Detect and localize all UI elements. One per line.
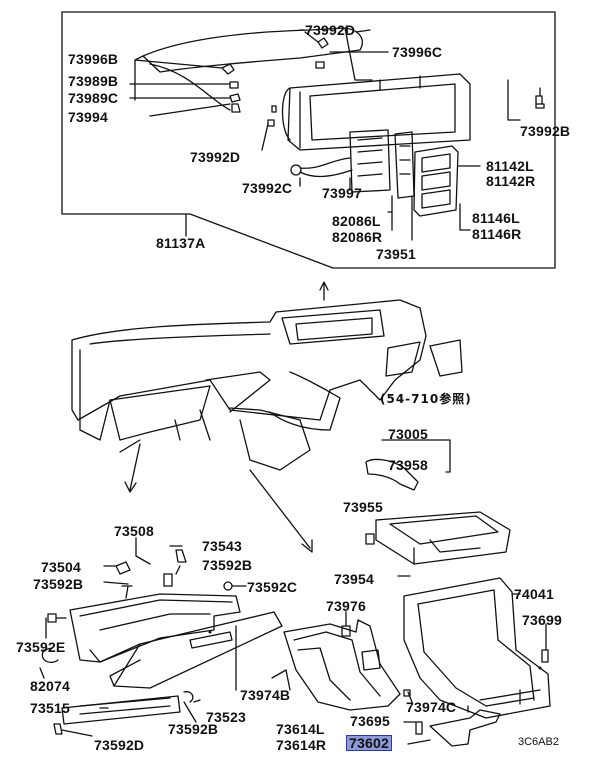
part-label: 81142R [486,173,536,189]
part-label: 73997 [322,185,362,201]
glove-box [69,593,241,663]
part-label: 73951 [376,246,416,262]
vent-panel [429,339,463,377]
part-label: 73523 [206,709,246,725]
console-rear [403,577,551,719]
part-label: 73592D [94,737,145,753]
part-label: 73994 [68,109,108,125]
part-label: 82086R [332,229,383,245]
meter-hood [142,27,363,73]
part-label: 81137A [156,235,206,251]
part-label: 73592C [247,579,298,595]
part-label: 81146L [472,210,520,226]
inset-frame [61,11,556,269]
part-label: 82086L [332,213,381,229]
part-label: 73504 [41,559,81,575]
dashboard [71,299,427,421]
ashtray [375,511,511,565]
part-label: 73592B [168,721,219,737]
reference-note: (54-710参照) [380,392,472,406]
part-label: 73592B [33,576,84,592]
part-label: 73974B [240,687,291,703]
part-label: 82074 [30,678,70,694]
highlighted-part-label[interactable]: 73602 [346,735,392,751]
console-bracket [429,709,501,747]
part-label: 73543 [202,538,242,554]
part-label: 73992B [520,123,571,139]
switch-block [413,145,459,217]
drawing-code: 3C6AB2 [518,736,559,748]
part-label: 81146R [472,226,522,242]
part-label: 73992D [190,149,241,165]
part-label: 73974C [406,699,457,715]
part-label: 73954 [334,571,374,587]
part-label: 73989C [68,90,119,106]
part-label: 73614R [276,737,327,753]
part-label: 73955 [343,499,383,515]
part-label: 73508 [114,523,154,539]
part-label: 73695 [350,713,390,729]
glove-box-lid [113,611,283,689]
console-front [283,619,401,711]
part-label: 73996C [392,44,443,60]
part-label: 73958 [388,457,428,473]
part-label: 73992D [305,22,356,38]
part-label: 74041 [514,586,554,602]
part-label: 73996B [68,51,119,67]
part-label: 73515 [30,700,70,716]
part-label: 73592B [202,557,253,573]
part-label: 73592E [16,639,66,655]
part-label: 73614L [276,721,325,737]
part-label: 73989B [68,73,119,89]
part-label: 81142L [486,158,534,174]
part-label: 73976 [326,598,366,614]
instrument-cluster [287,73,471,151]
part-label: 73005 [388,426,428,442]
part-label: 73699 [522,612,562,628]
glove-box-striker [61,695,181,725]
part-label: 73992C [242,180,293,196]
